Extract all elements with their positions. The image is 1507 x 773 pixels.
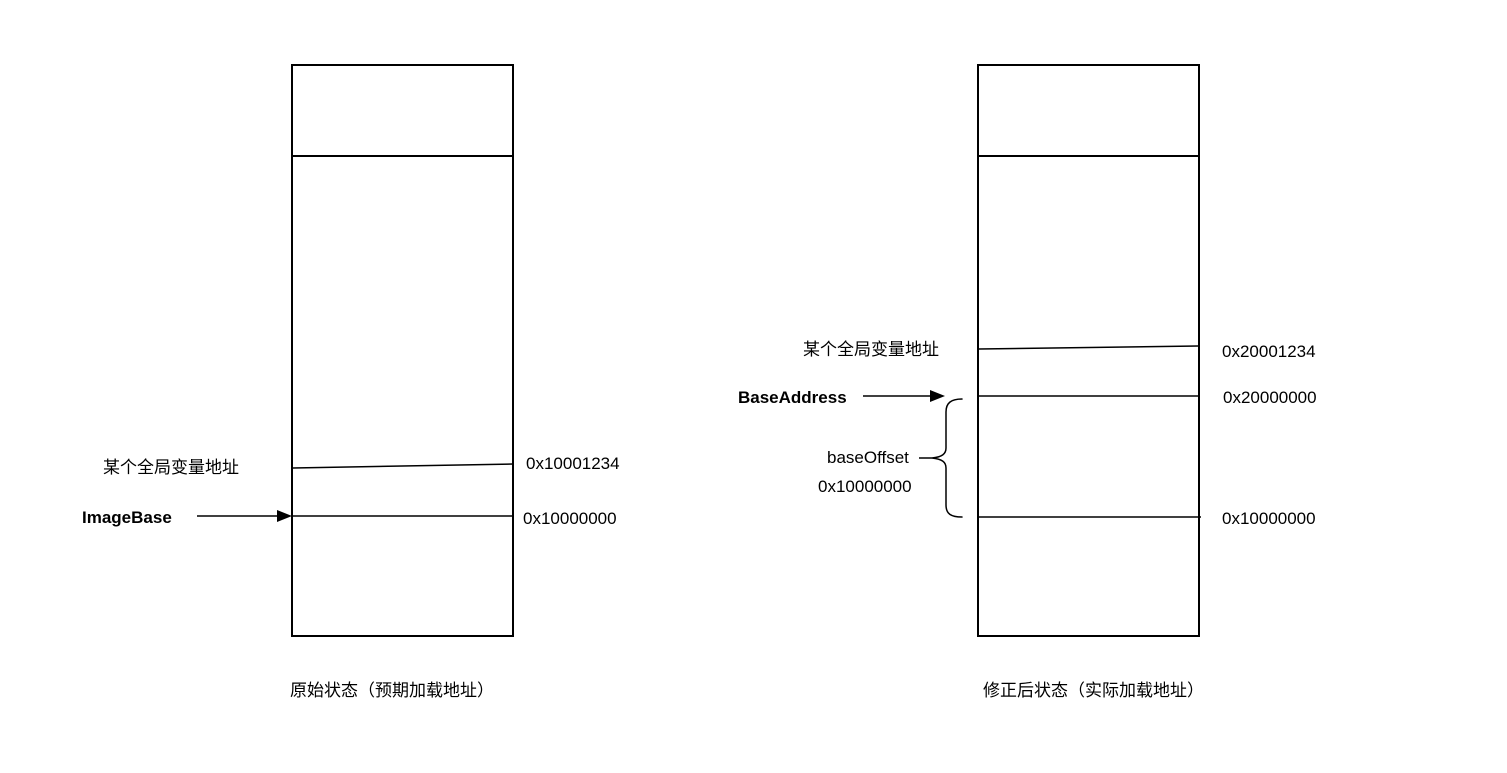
memory-block-right <box>977 64 1200 637</box>
left-global-var-address: 0x10001234 <box>526 454 620 473</box>
base-offset-brace <box>931 398 963 518</box>
left-base-address: 0x10000000 <box>523 509 617 528</box>
left-global-var-line <box>292 463 514 469</box>
baseaddress-arrow-head <box>930 390 945 402</box>
left-imagebase-label: ImageBase <box>82 508 172 527</box>
imagebase-arrow-head <box>277 510 292 522</box>
memory-block-left <box>291 64 514 637</box>
base-offset-label: baseOffset <box>827 448 909 467</box>
left-diagram-caption: 原始状态（预期加载地址） <box>290 681 494 700</box>
right-global-var-address: 0x20001234 <box>1222 342 1316 361</box>
right-global-var-label: 某个全局变量地址 <box>803 340 939 359</box>
left-global-var-label: 某个全局变量地址 <box>103 458 239 477</box>
right-diagram-caption: 修正后状态（实际加载地址） <box>983 681 1204 700</box>
right-original-base-address: 0x10000000 <box>1222 509 1316 528</box>
right-global-var-line <box>978 345 1199 350</box>
base-offset-value: 0x10000000 <box>818 477 912 496</box>
right-baseaddress-label: BaseAddress <box>738 388 847 407</box>
right-base-address: 0x20000000 <box>1223 388 1317 407</box>
